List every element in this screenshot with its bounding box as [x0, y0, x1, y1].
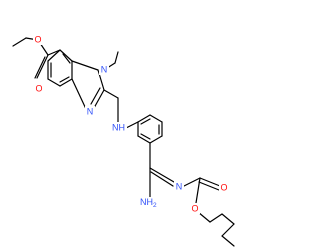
molecule-diagram: O O N N NH N NH2 O	[12, 34, 235, 247]
bond	[221, 213, 235, 225]
atom-nh-amine-label: NH	[112, 122, 125, 132]
bond	[137, 135, 151, 144]
bond	[90, 87, 101, 105]
bond	[137, 114, 151, 123]
atom-nh2-main: NH	[140, 197, 153, 207]
atom-n1: N	[99, 64, 109, 75]
bond	[59, 76, 70, 83]
bond	[199, 177, 221, 187]
atom-o-ester: O	[33, 34, 43, 45]
atom-nh-amine: NH	[110, 122, 127, 133]
bond	[149, 135, 163, 144]
atom-n3-label: N	[87, 106, 94, 116]
atom-n1-label: N	[101, 64, 108, 74]
atom-o-ester-carbonyl-label: O	[35, 83, 42, 93]
bond	[221, 223, 235, 237]
bond	[12, 37, 27, 47]
bond	[34, 56, 46, 79]
bond	[47, 49, 61, 56]
atom-n-imine: N	[174, 181, 184, 192]
bond	[103, 89, 119, 99]
atom-o-carbamate: O	[190, 203, 200, 214]
atom-nh2: NH2	[138, 197, 158, 209]
bond	[183, 177, 201, 187]
bond	[59, 78, 73, 87]
bond	[62, 53, 71, 64]
atom-o-ester-label: O	[34, 34, 41, 44]
bond	[47, 78, 61, 87]
atom-o-carbamate-label: O	[191, 203, 198, 213]
bond	[47, 49, 61, 62]
bond	[36, 54, 49, 79]
bond	[140, 118, 151, 125]
bond	[93, 89, 105, 109]
bond	[125, 121, 139, 129]
atom-n3: N	[85, 106, 95, 117]
bond	[114, 51, 119, 64]
bond-layer	[12, 37, 235, 247]
bond	[195, 177, 201, 204]
bond	[59, 49, 73, 62]
atom-o-carbamate-carbonyl: O	[219, 182, 229, 193]
bond	[209, 213, 223, 223]
bond	[149, 167, 175, 183]
atom-o-carbamate-carbonyl-label: O	[220, 182, 227, 192]
atom-nh2-label: NH2	[140, 197, 157, 208]
atom-nh2-subscript: 2	[153, 202, 157, 209]
bond	[71, 60, 99, 71]
atom-o-ester-carbonyl: O	[34, 83, 44, 94]
atom-label-layer: O O N N NH N NH2 O	[33, 34, 229, 214]
bond	[140, 133, 151, 140]
bond	[198, 181, 220, 191]
bond	[150, 171, 174, 187]
structure-svg: O O N N NH N NH2 O	[12, 34, 235, 247]
bond	[149, 114, 163, 123]
bond	[71, 78, 87, 110]
atom-n-imine-label: N	[176, 181, 183, 191]
bond	[221, 235, 235, 247]
